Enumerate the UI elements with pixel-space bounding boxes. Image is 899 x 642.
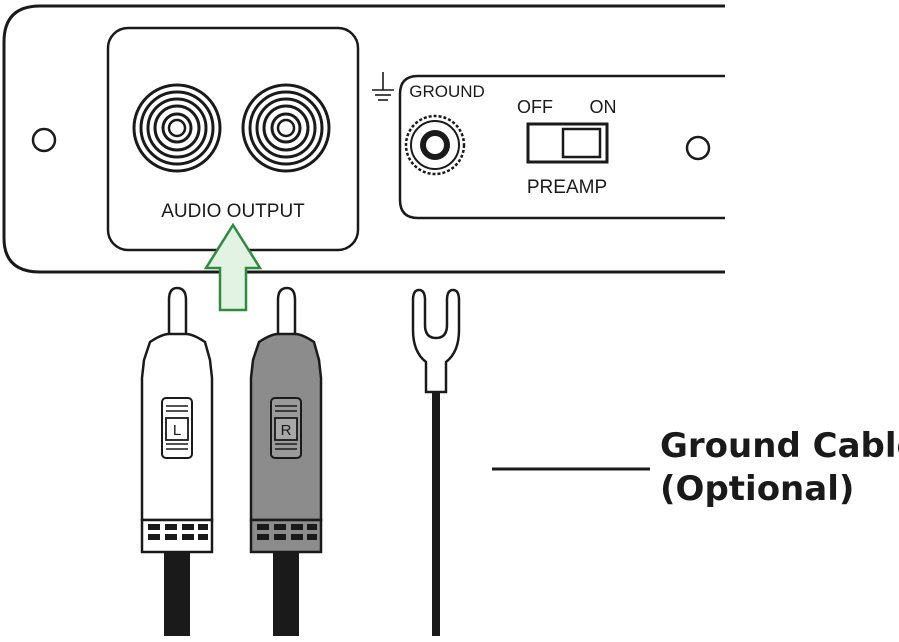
plug-right-label: R <box>281 422 292 439</box>
rca-plug-left: L <box>140 286 214 636</box>
rca-plug-right: R <box>249 286 323 636</box>
preamp-switch[interactable] <box>526 122 609 164</box>
switch-on-label: ON <box>590 97 617 117</box>
ground-terminal <box>404 114 466 176</box>
preamp-switch-knob <box>561 127 602 159</box>
ground-label: GROUND <box>409 82 485 101</box>
audio-output-label: AUDIO OUTPUT <box>161 201 305 222</box>
plug-left-label: L <box>173 422 181 439</box>
callout-title: Ground Cable <box>660 426 899 466</box>
mounting-hole-left <box>31 127 57 153</box>
ground-cable-fork-terminal <box>411 288 461 636</box>
ground-symbol-icon <box>372 72 394 101</box>
rca-jack-left <box>132 83 222 173</box>
switch-off-label: OFF <box>517 97 553 117</box>
insert-direction-arrow-icon <box>203 222 263 312</box>
mounting-hole-right <box>685 135 711 161</box>
preamp-label: PREAMP <box>527 177 607 198</box>
rca-jack-right <box>241 83 331 173</box>
device-rear-panel <box>2 4 725 274</box>
callout-subtitle: (Optional) <box>660 469 854 509</box>
ground-cable-wire <box>432 392 440 636</box>
